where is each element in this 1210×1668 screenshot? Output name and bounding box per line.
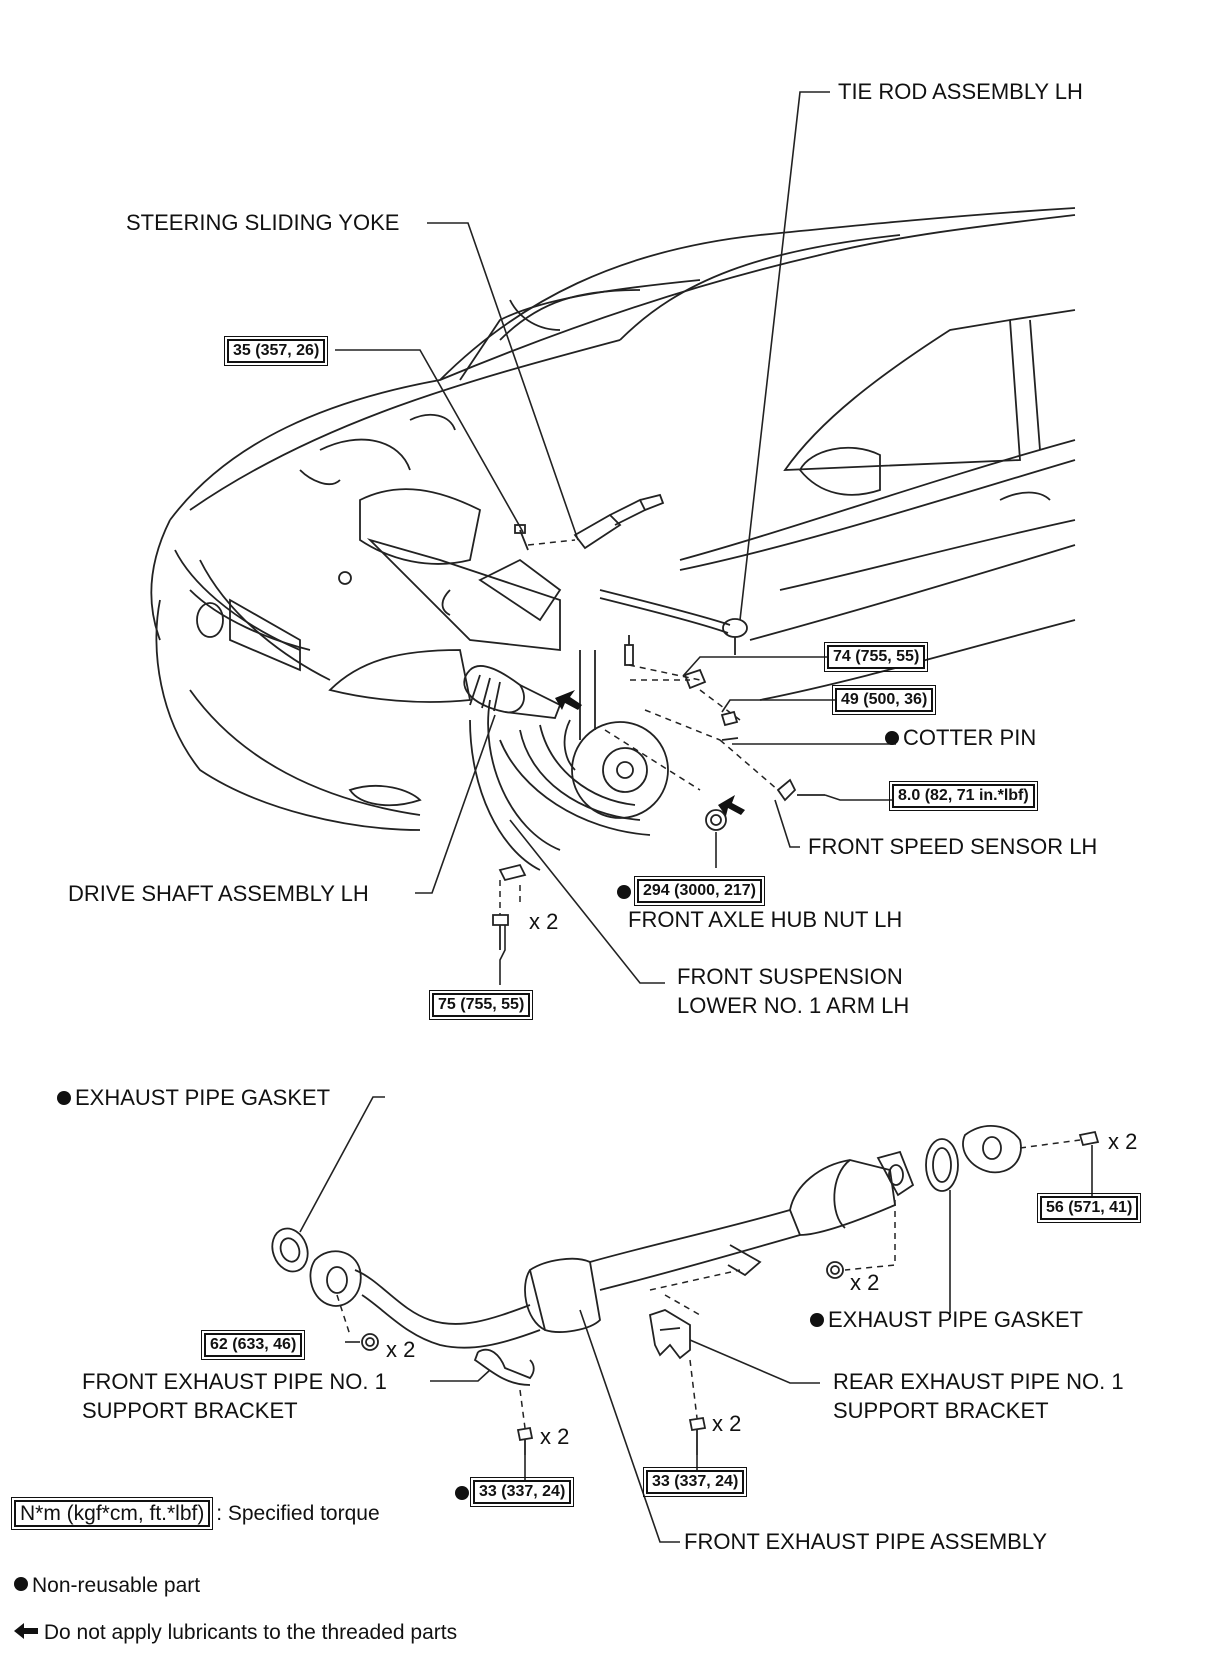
steering-yoke-label: STEERING SLIDING YOKE: [126, 210, 400, 235]
front-bracket-label-line1: FRONT EXHAUST PIPE NO. 1: [82, 1369, 387, 1394]
legend-torque-desc: : Specified torque: [216, 1502, 380, 1525]
legend-no-lubricant-text: Do not apply lubricants to the threaded …: [43, 1621, 458, 1644]
tie-rod-label: TIE ROD ASSEMBLY LH: [838, 79, 1083, 104]
qty-x2-rear-bolt: x 2: [1108, 1129, 1138, 1154]
steering-parts-drawing: [514, 493, 748, 666]
torque-box-75: 75 (755, 55): [428, 990, 534, 1020]
left-arrow-icon: [14, 1623, 38, 1640]
fastener-parts-drawing: [492, 668, 825, 950]
exhaust-dashed-lines: [336, 1139, 1081, 1429]
legend-nonreusable: Non-reusable part: [14, 1574, 200, 1598]
qty-x2-lower-arm: x 2: [529, 909, 559, 934]
nonreusable-dot-icon: [14, 1577, 28, 1592]
torque-box-35: 35 (357, 26): [223, 336, 329, 366]
torque-box-33b: 33 (337, 24): [642, 1467, 748, 1497]
car-body-outline: [150, 207, 1076, 831]
wheel-hub-drawing: [469, 650, 669, 871]
torque-box-33a: 33 (337, 24): [469, 1477, 575, 1507]
legend-nonreusable-text: Non-reusable part: [32, 1574, 201, 1597]
torque-box-56: 56 (571, 41): [1036, 1193, 1142, 1223]
rear-bracket-label-line1: REAR EXHAUST PIPE NO. 1: [833, 1369, 1124, 1394]
legend-torque: N*m (kgf*cm, ft.*lbf) : Specified torque: [10, 1497, 380, 1530]
nonreusable-dot-33a: [455, 1486, 469, 1500]
qty-x2-rear-bracket-bolt: x 2: [712, 1411, 742, 1436]
legend-torque-unit: N*m (kgf*cm, ft.*lbf): [10, 1497, 214, 1530]
nonreusable-dot-hubnut: [617, 885, 631, 899]
leader-lines: [335, 91, 900, 985]
nonreusable-dot-gasket-front: [57, 1091, 71, 1105]
torque-box-8: 8.0 (82, 71 in.*lbf): [889, 781, 1038, 811]
alignment-dashed-lines: [499, 539, 779, 915]
torque-box-74: 74 (755, 55): [823, 642, 929, 672]
drive-shaft-label: DRIVE SHAFT ASSEMBLY LH: [68, 881, 369, 906]
exhaust-leader-lines: [299, 1096, 1093, 1543]
exhaust-pipe-drawing: [271, 1125, 1100, 1455]
axle-hub-nut-label: FRONT AXLE HUB NUT LH: [628, 907, 903, 932]
rear-bracket-label-line2: SUPPORT BRACKET: [833, 1398, 1049, 1423]
no-lubricant-arrows: [555, 690, 745, 816]
gasket-rear-label: EXHAUST PIPE GASKET: [828, 1307, 1084, 1332]
qty-x2-mid-nut: x 2: [850, 1270, 880, 1295]
qty-x2-front-nut: x 2: [386, 1337, 416, 1362]
lower-arm-label-line2: LOWER NO. 1 ARM LH: [677, 993, 910, 1018]
nonreusable-dot-cotter: [885, 731, 899, 745]
torque-box-49: 49 (500, 36): [831, 685, 937, 715]
torque-box-62: 62 (633, 46): [200, 1330, 306, 1360]
lower-arm-label-line1: FRONT SUSPENSION: [677, 964, 903, 989]
drive-shaft-drawing: [463, 665, 562, 719]
front-pipe-label: FRONT EXHAUST PIPE ASSEMBLY: [684, 1529, 1048, 1554]
qty-x2-front-bracket-bolt: x 2: [540, 1424, 570, 1449]
cotter-pin-label: COTTER PIN: [903, 725, 1037, 750]
torque-box-294: 294 (3000, 217): [634, 876, 765, 906]
gasket-front-label: EXHAUST PIPE GASKET: [75, 1085, 331, 1110]
legend-no-lubricant: Do not apply lubricants to the threaded …: [14, 1621, 457, 1645]
front-speed-sensor-label: FRONT SPEED SENSOR LH: [808, 834, 1098, 859]
front-bracket-label-line2: SUPPORT BRACKET: [82, 1398, 298, 1423]
nonreusable-dot-gasket-rear: [810, 1313, 824, 1327]
